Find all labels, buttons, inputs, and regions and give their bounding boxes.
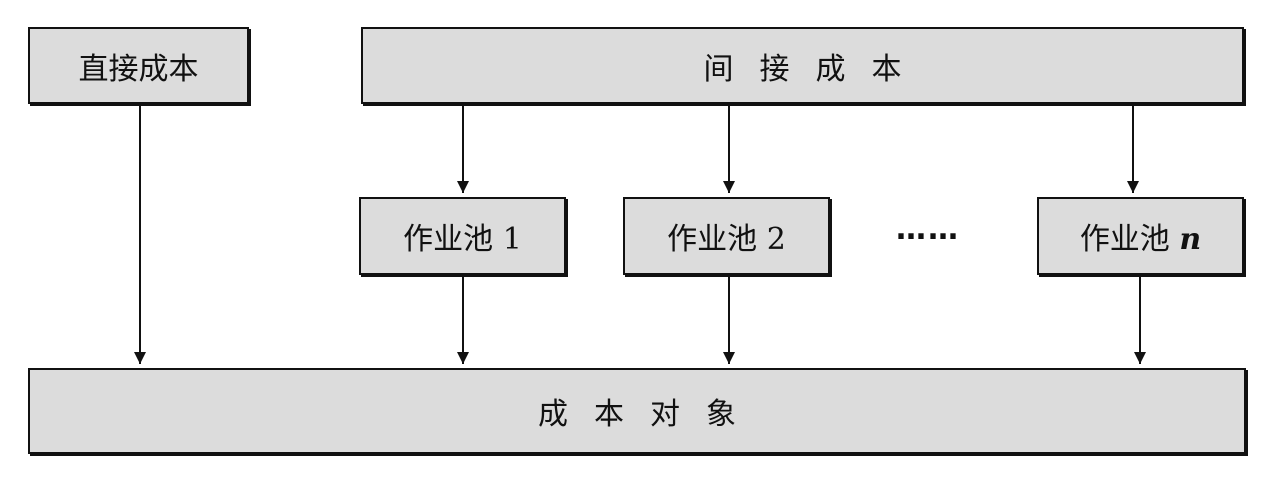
activity-pool-1-number: 1 [502, 222, 522, 257]
activity-pool-2-number: 2 [766, 222, 786, 257]
cost-object-label: 成本对象 [538, 397, 762, 432]
direct-cost-label: 直接成本 [78, 51, 199, 87]
activity-pool-n-number: n [1179, 222, 1202, 257]
activity-pool-1-box: 作业池 1 [359, 197, 566, 275]
activity-pool-n-prefix: 作业池 [1079, 222, 1170, 257]
indirect-cost-label: 间接成本 [703, 51, 928, 87]
activity-pool-1-label: 作业池 1 [403, 214, 522, 258]
activity-pool-n-label: 作业池 n [1080, 214, 1201, 258]
activity-pool-1-prefix: 作业池 [403, 222, 494, 257]
indirect-cost-box: 间接成本 [361, 27, 1244, 104]
activity-pool-n-box: 作业池 n [1037, 197, 1244, 275]
activity-pool-2-prefix: 作业池 [667, 222, 758, 257]
ellipsis-text: …… [896, 212, 960, 247]
activity-pool-2-box: 作业池 2 [623, 197, 830, 275]
activity-pool-2-label: 作业池 2 [667, 214, 786, 258]
direct-cost-box: 直接成本 [28, 27, 249, 104]
cost-object-box: 成本对象 [28, 368, 1246, 454]
